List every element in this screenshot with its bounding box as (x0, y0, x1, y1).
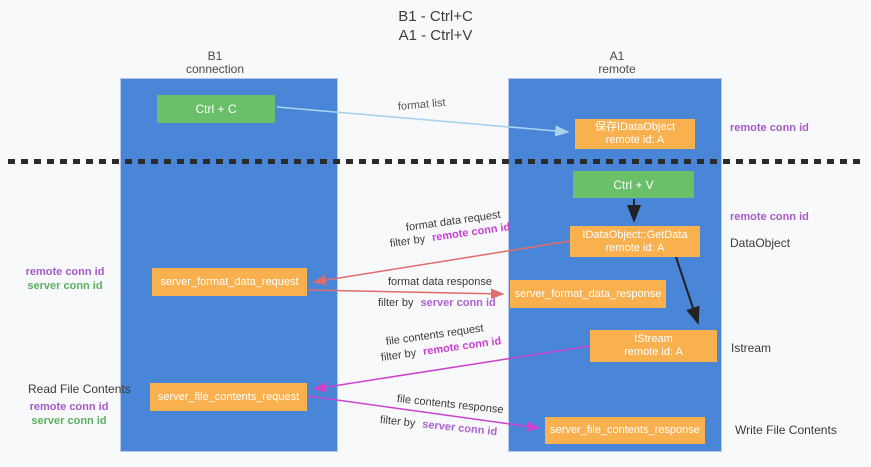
getdata-line2: remote id: A (605, 241, 665, 254)
node-server-file-contents-response: server_file_contents_response (545, 417, 705, 444)
server-file-contents-request-label: server_file_contents_request (157, 390, 300, 403)
diagram-title: B1 - Ctrl+C A1 - Ctrl+V (0, 7, 871, 45)
label-format-list: format list (397, 97, 446, 113)
node-save-idataobject: 保存IDataObject remote id: A (575, 119, 695, 149)
file-contents-response-text: file contents response (396, 393, 505, 417)
right-istream-label: Istream (731, 341, 772, 355)
format-data-response-text: format data response (388, 276, 492, 288)
right-remote-conn-id-2: remote conn id (730, 211, 809, 223)
node-server-format-data-request: server_format_data_request (152, 268, 307, 296)
left-conn-id-pair-2: remote conn id server conn id (24, 400, 114, 428)
filter-by-text: filter by (380, 347, 417, 364)
lane-a1-role: remote (598, 62, 636, 76)
lane-a1-name: A1 (609, 49, 625, 63)
node-ctrl-c: Ctrl + C (157, 95, 275, 123)
left-remote-conn-id-2: remote conn id (29, 401, 109, 413)
lane-b1-name: B1 (207, 49, 223, 63)
server-conn-id-text: server conn id (420, 297, 496, 309)
label-file-contents-response: file contents response (396, 393, 504, 416)
label-filter-server-2: filter by server conn id (379, 414, 497, 438)
server-format-data-request-label: server_format_data_request (160, 275, 299, 288)
right-remote-conn-id-1: remote conn id (730, 122, 809, 134)
filter-by-text: filter by (379, 414, 416, 430)
server-conn-id-text: server conn id (421, 418, 498, 439)
left-remote-conn-id-1: remote conn id (25, 266, 105, 278)
node-istream: IStream remote id: A (590, 330, 717, 362)
lane-header-a1: A1 remote (557, 50, 677, 76)
node-server-file-contents-request: server_file_contents_request (150, 383, 307, 411)
label-format-data-response: format data response (388, 276, 492, 288)
label-filter-server-1: filter by server conn id (378, 297, 496, 309)
format-list-text: format list (397, 96, 447, 113)
server-file-contents-response-label: server_file_contents_response (550, 424, 700, 436)
right-dataobject-label: DataObject (730, 236, 791, 250)
section-divider-dashed-line (8, 159, 864, 164)
title-line-1: B1 - Ctrl+C (398, 8, 473, 25)
filter-by-text: filter by (378, 297, 414, 309)
istream-line1: IStream (634, 333, 673, 345)
left-read-file-contents-label: Read File Contents (28, 382, 131, 396)
lane-header-b1: B1 connection (155, 50, 275, 76)
getdata-line1: IDataObject::GetData (582, 228, 688, 241)
node-server-format-data-response: server_format_data_response (510, 280, 666, 308)
left-conn-id-pair-1: remote conn id server conn id (20, 265, 110, 293)
left-server-conn-id-2: server conn id (31, 415, 107, 427)
ctrl-v-label: Ctrl + V (613, 177, 654, 192)
node-ctrl-v: Ctrl + V (573, 171, 694, 198)
save-idataobject-line2: remote id: A (605, 134, 665, 146)
right-write-file-contents-label: Write File Contents (735, 423, 837, 437)
lane-b1-role: connection (185, 62, 245, 76)
node-idataobject-getdata: IDataObject::GetData remote id: A (570, 226, 700, 257)
filter-by-text: filter by (389, 233, 426, 250)
istream-line2: remote id: A (624, 346, 683, 358)
title-line-2: A1 - Ctrl+V (398, 27, 473, 44)
save-idataobject-line1: 保存IDataObject (594, 121, 676, 133)
ctrl-c-label: Ctrl + C (195, 102, 237, 116)
server-format-data-response-label: server_format_data_response (514, 287, 662, 300)
left-server-conn-id-1: server conn id (27, 280, 103, 292)
